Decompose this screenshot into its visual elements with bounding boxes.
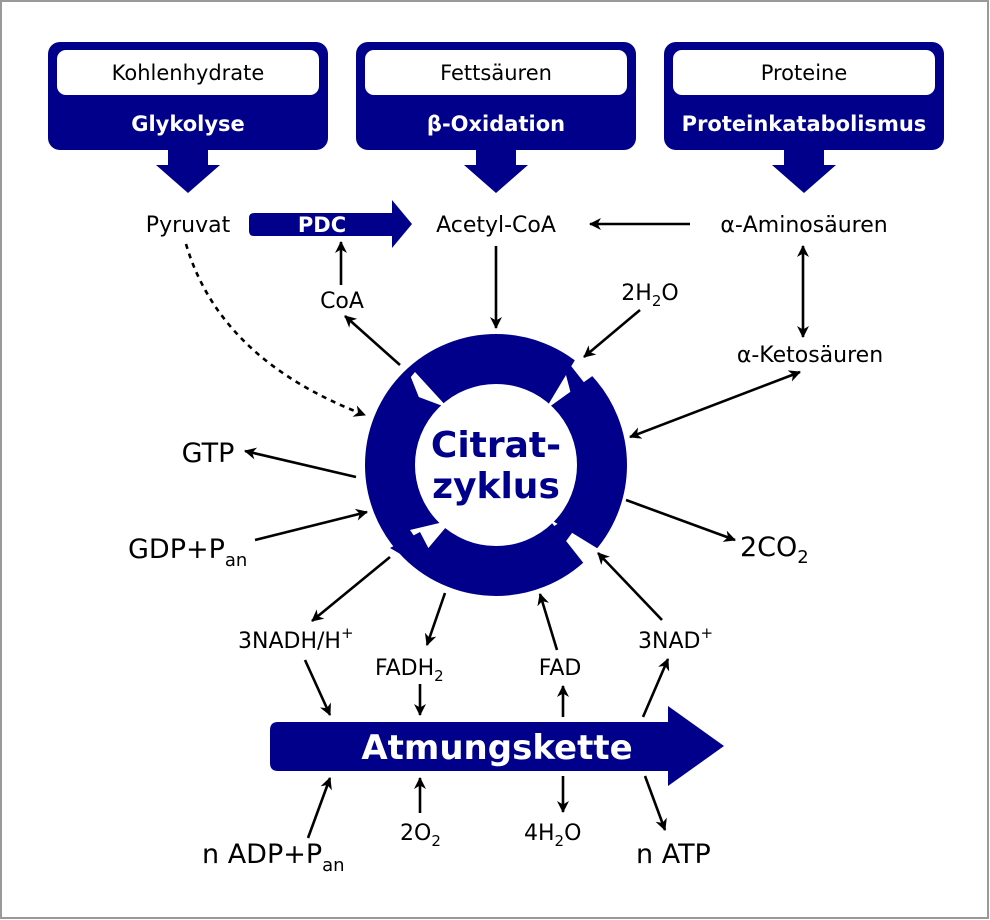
arrow-glykolyse-down [156,148,220,193]
source-box-kohlenhydrate: Kohlenhydrate Glykolyse [48,42,328,193]
label-adp-pi: n ADP+Pan [202,839,345,876]
pdc-arrow [249,200,412,248]
arrow-chain-to-atp [643,775,667,831]
source-name-proteine: Proteine [761,61,848,85]
cycle-label-line2: zyklus [432,466,560,507]
label-2co2: 2CO2 [740,532,809,568]
source-box-fettsaeuren: Fettsäuren β-Oxidation [356,42,636,193]
label-pyruvat: Pyruvat [146,213,231,238]
pathway-glykolyse: Glykolyse [131,112,245,136]
label-gdp-pi: GDP+Pan [128,534,247,571]
label-4h2o: 4H2O [524,821,581,850]
arrow-cycle-ketosaeuren [629,370,801,439]
source-name-fettsaeuren: Fettsäuren [440,61,552,85]
arrow-nadh-to-chain [303,659,332,716]
arrow-adp-to-chain [306,777,332,839]
source-name-kohlenhydrate: Kohlenhydrate [112,61,265,85]
label-alpha-aminosaeuren: α-Aminosäuren [720,213,887,238]
respiratory-chain-arrow [270,706,724,786]
citric-acid-cycle-ring [365,334,627,596]
label-fad: FAD [539,656,582,681]
arrow-proteinkatabolismus-down [772,148,836,193]
label-gtp: GTP [182,438,235,469]
arrow-gdp-to-cycle [254,508,368,542]
pathway-beta-oxidation: β-Oxidation [427,112,565,136]
arrow-2h2o-to-cycle [583,309,641,358]
label-coa: CoA [320,289,364,314]
label-atmungskette: Atmungskette [361,728,632,768]
label-2h2o-cycle: 2H2O [621,281,678,310]
label-acetyl-coa: Acetyl-CoA [436,213,556,238]
pathway-proteinkatabolismus: Proteinkatabolismus [682,112,927,136]
label-3nad: 3NAD+ [638,624,713,654]
arrow-cycle-to-2co2 [625,498,736,542]
label-fadh2: FADH2 [375,656,444,685]
label-alpha-ketosaeuren: α-Ketosäuren [737,343,883,368]
arrow-beta-oxidation-down [464,148,528,193]
arrow-cycle-to-fadh2 [424,592,447,646]
label-3nadh: 3NADH/H+ [238,624,354,654]
label-n-atp: n ATP [636,839,711,870]
source-box-proteine: Proteine Proteinkatabolismus [664,42,944,193]
arrow-cycle-to-coa [344,315,401,366]
arrow-nad-to-cycle [597,552,663,621]
label-2o2: 2O2 [400,821,441,850]
arrow-cycle-to-gtp [244,447,357,479]
arrow-pyruvat-to-cycle-dashed [184,243,366,417]
arrow-chain-to-nad [641,658,670,718]
label-pdc: PDC [298,213,346,237]
arrow-cycle-to-nadh [311,555,391,623]
cycle-label-line1: Citrat- [431,425,561,466]
arrow-fad-to-cycle [537,593,559,651]
